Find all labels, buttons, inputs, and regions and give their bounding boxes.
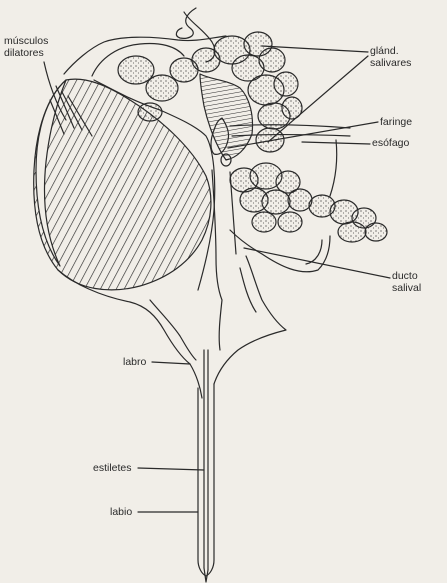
label-salivary-duct-line2: salival xyxy=(392,282,421,294)
labrum-right-inner xyxy=(240,268,256,312)
label-salivary-glands-line2: salivares xyxy=(370,57,411,69)
stylets xyxy=(204,350,208,570)
label-dilator-muscles: músculos dilatores xyxy=(4,35,48,59)
labium xyxy=(198,384,214,576)
labrum-body xyxy=(58,270,202,398)
stylet-tip xyxy=(204,568,208,582)
salivary-duct xyxy=(230,230,330,272)
label-dilator-muscles-line2: dilatores xyxy=(4,47,48,59)
label-salivary-glands: glánd. salivares xyxy=(370,45,411,69)
label-salivary-duct-line1: ducto xyxy=(392,270,421,282)
leader-estiletes xyxy=(138,468,204,470)
duct-branch xyxy=(330,140,337,196)
label-dilator-muscles-line1: músculos xyxy=(4,35,48,47)
leader-labro xyxy=(152,362,190,364)
central-column xyxy=(212,170,236,350)
labrum-inner xyxy=(150,300,196,360)
label-labium: labio xyxy=(110,506,132,518)
label-stylets: estiletes xyxy=(93,462,132,474)
label-labrum: labro xyxy=(123,356,146,368)
label-salivary-duct: ducto salival xyxy=(392,270,421,294)
labrum-right xyxy=(214,256,286,384)
label-esophagus: esófago xyxy=(372,137,409,149)
label-pharynx: faringe xyxy=(380,116,412,128)
salivary-gland-lower xyxy=(230,163,387,242)
leader-ducto xyxy=(244,248,390,278)
label-salivary-glands-line1: glánd. xyxy=(370,45,411,57)
